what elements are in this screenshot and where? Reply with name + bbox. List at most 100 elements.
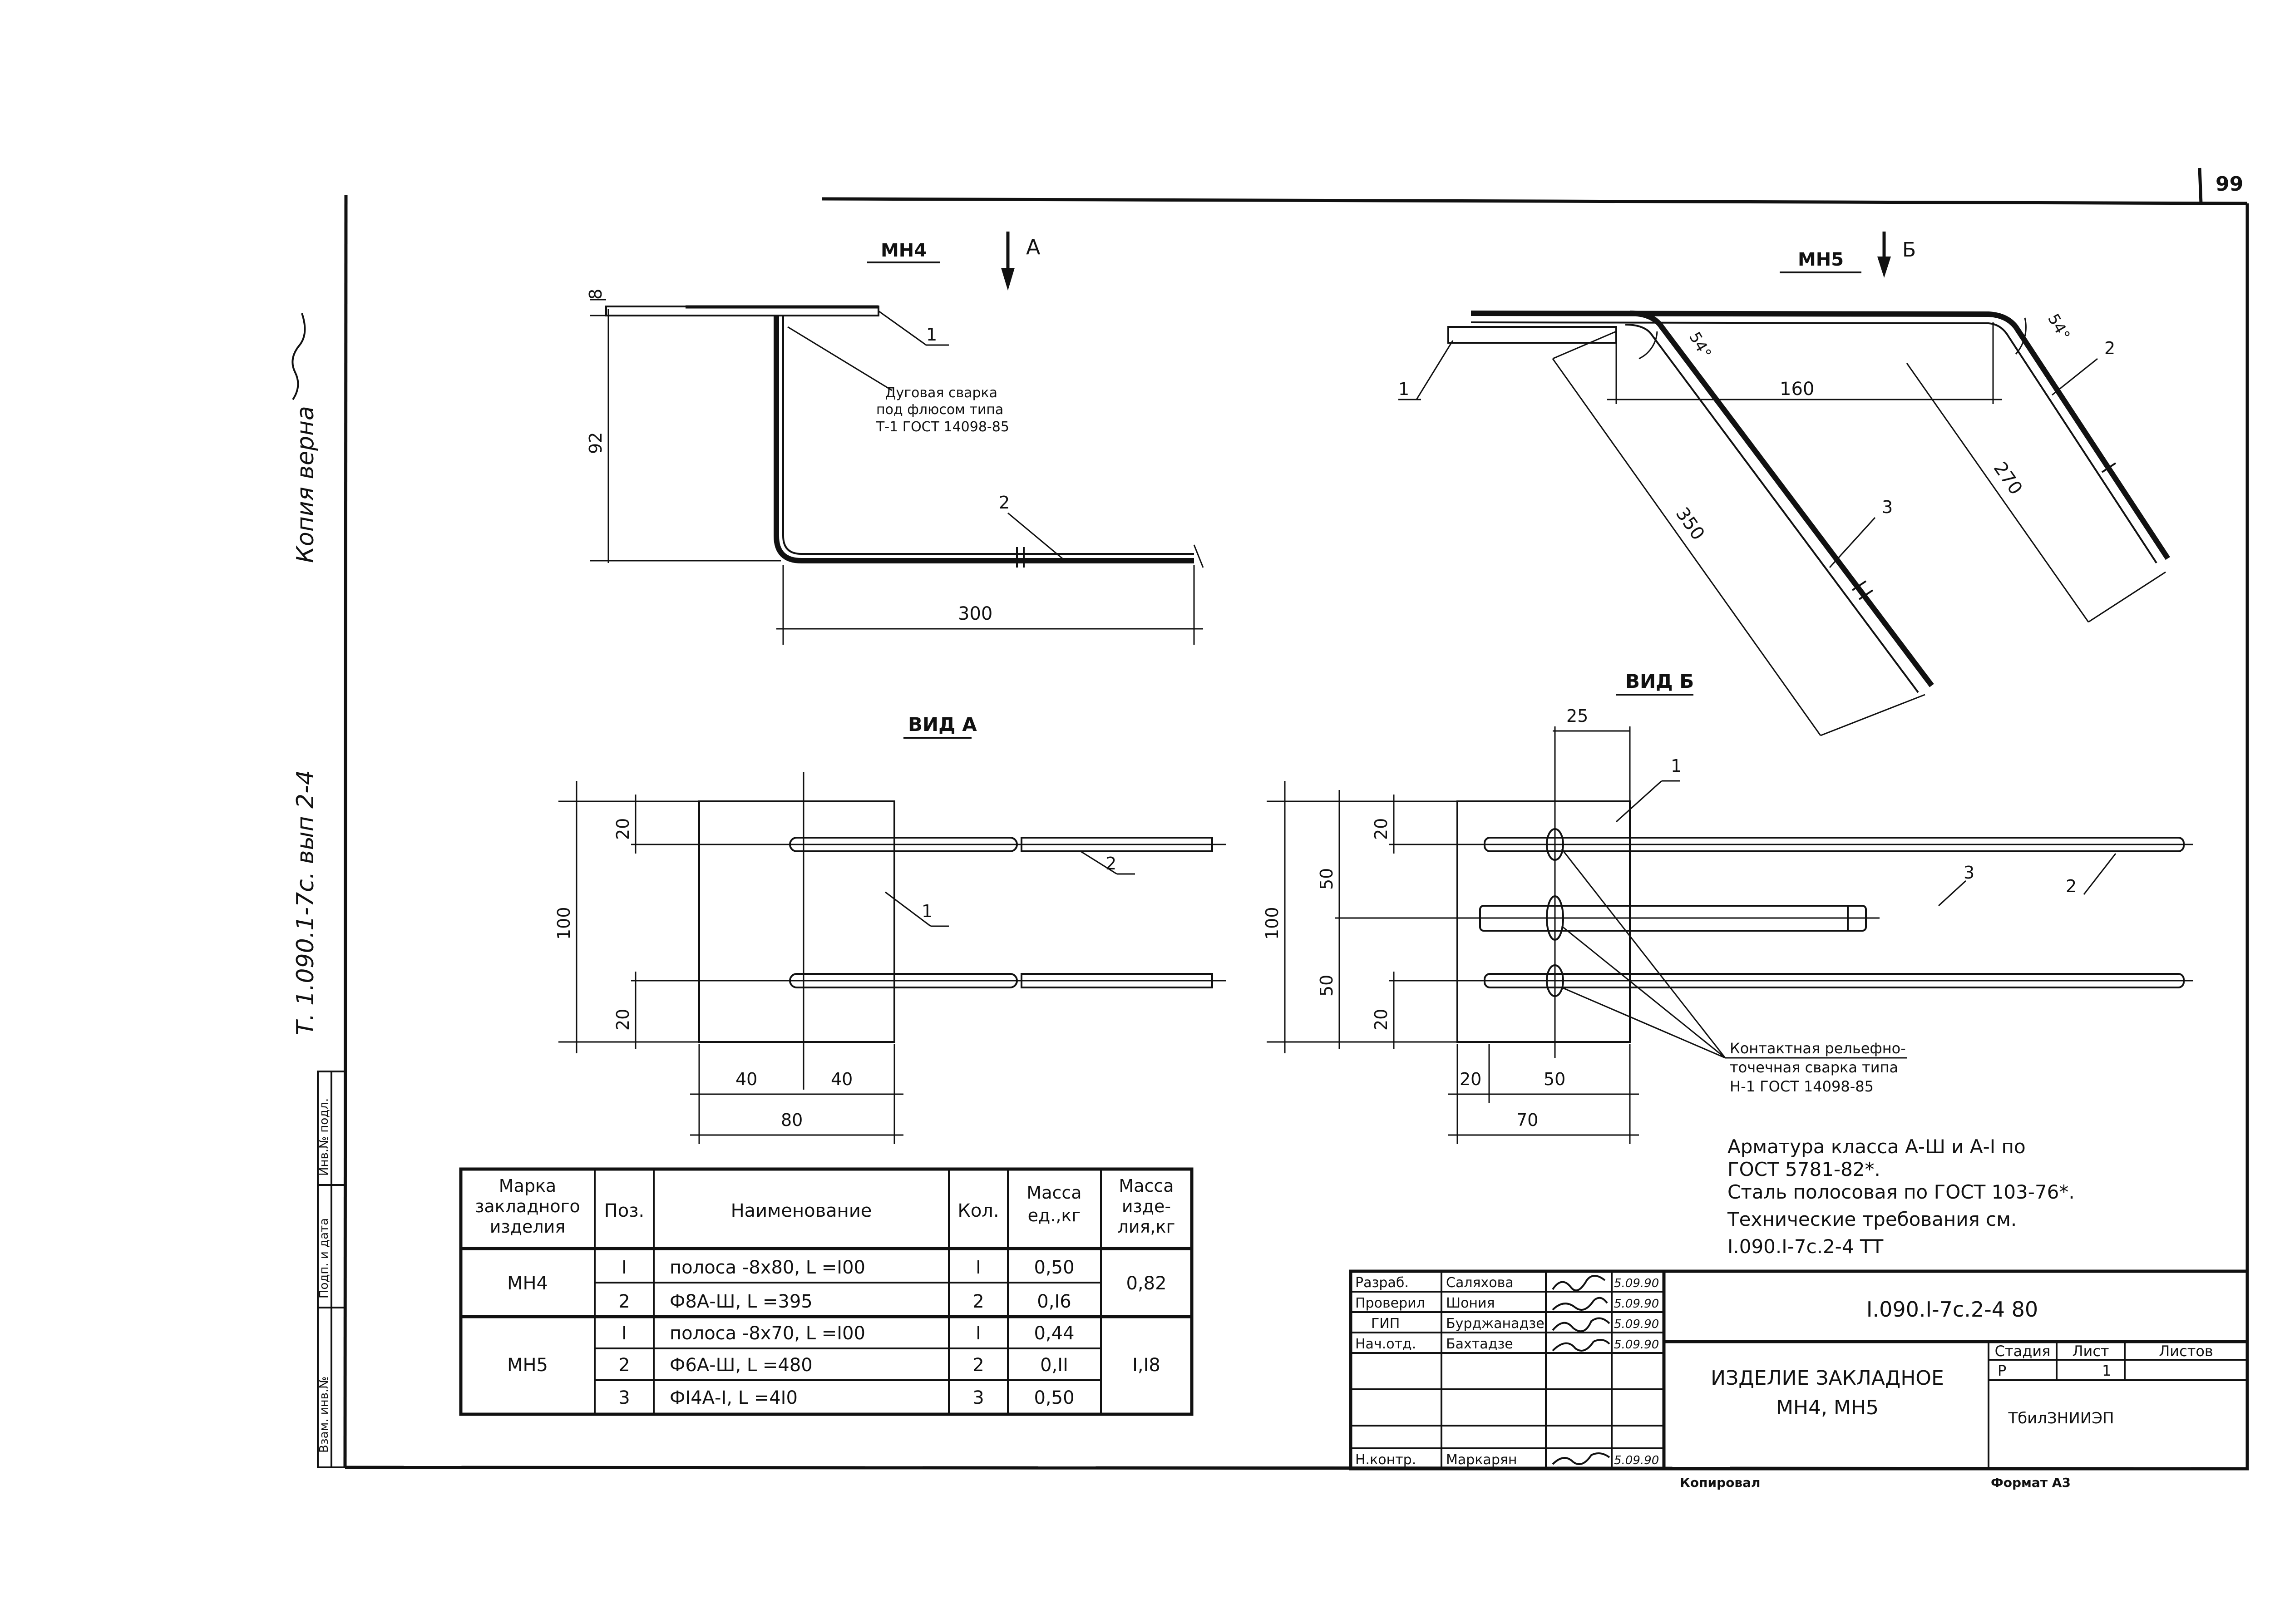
table-row: Ф6А-Ш, L =480 [670,1355,813,1376]
table-row: 0,44 [1034,1323,1074,1344]
view-b-dim-20c: 20 [1460,1069,1481,1089]
th-unit-mass-l1: Масса [1026,1183,1081,1203]
view-a-dim-20a: 20 [613,818,633,840]
side-stamp: Инв.№ подл. Подп. и дата Взам. инв.№ [317,1071,346,1468]
view-a-pos2: 2 [1105,854,1116,874]
view-b-dim-25: 25 [1566,706,1588,726]
stamp-inv: Инв.№ подл. [317,1098,331,1176]
tb-sheets-label: Листов [2159,1343,2213,1360]
mn5-mark: МН5 [1798,249,1844,270]
mn4-pos2: 2 [999,493,1010,513]
tb-name-2: Шония [1446,1295,1495,1311]
view-a-arrow [1001,268,1015,291]
mn5-dim-160: 160 [1780,379,1814,400]
view-b-dim-50a: 50 [1317,868,1337,890]
note-line-4: Технические требования см. [1727,1208,2017,1230]
spec-table: Марка закладного изделия Поз. Наименован… [459,1167,1194,1416]
footer-copied: Копировал [1680,1475,1761,1490]
tb-role-6: Н.контр. [1355,1452,1416,1468]
th-pos: Поз. [604,1200,645,1221]
view-b-dim-50b: 50 [1317,975,1337,997]
view-a-dim-100: 100 [554,907,574,940]
table-row: 3 [618,1387,630,1408]
tb-name-1: Саляхова [1446,1275,1514,1291]
mn5-pos1: 1 [1398,379,1409,399]
mn4-view-letter: А [1026,235,1041,259]
mn5-pos3: 3 [1882,497,1893,517]
mn4-mark: МН4 [881,240,927,261]
view-a: ВИД А 100 20 20 40 40 80 1 2 [554,713,1226,1144]
tb-sheet: 1 [2102,1362,2111,1379]
table-row: 0,II [1040,1355,1068,1376]
mn5-view-letter: Б [1902,238,1916,262]
spec-mn4-total: 0,82 [1126,1273,1166,1294]
spec-mn4-mark: МН4 [507,1273,548,1294]
mn5-bar-3 [1629,311,1934,687]
tb-stage: Р [1998,1362,2006,1379]
th-item-mass-l2: изде- [1122,1196,1171,1216]
note-line-5: I.090.I-7с.2-4 ТТ [1727,1235,1884,1258]
view-b-weld-l2: точечная сварка типа [1730,1059,1898,1076]
view-b-pos3: 3 [1964,863,1974,883]
view-a-title: ВИД А [908,713,977,735]
th-mark-l2: закладного [475,1196,580,1216]
mn5-pos2: 2 [2104,338,2115,358]
margin-notes: Копия верна Т. 1.090.1-7с. вып 2-4 [291,313,319,1035]
stamp-sign: Подп. и дата [317,1218,331,1298]
view-b-pos2: 2 [2066,876,2077,896]
title-block: Разраб. Проверил ГИП Нач.отд. Н.контр. С… [1349,1269,2249,1471]
table-row: 3 [972,1387,984,1408]
spec-mn5-mark: МН5 [507,1355,548,1376]
table-row: Ф8А-Ш, L =395 [670,1291,813,1312]
tb-date-3: 5.09.90 [1614,1318,1659,1331]
table-row: ФI4А-I, L =4I0 [670,1387,798,1408]
mn5-dim-350: 350 [1672,503,1708,544]
view-b-dim-100: 100 [1262,907,1282,940]
page-number: 99 [2216,173,2243,196]
table-row: 2 [618,1355,630,1376]
general-notes: Арматура класса А-Ш и А-I по ГОСТ 5781-8… [1727,1135,2075,1258]
view-b-plate [1456,800,1631,1043]
signature-mark [291,313,306,400]
mn4-weld-l2: под флюсом типа [876,402,1003,418]
table-row: I [622,1323,627,1344]
th-qty: Кол. [957,1200,999,1221]
th-mark-l1: Марка [499,1176,556,1196]
table-row: 0,50 [1034,1257,1074,1278]
view-a-plate [698,800,895,1043]
tb-sheet-label: Лист [2072,1343,2109,1360]
mn4-weld-l3: Т-1 ГОСТ 14098-85 [876,419,1009,435]
table-row: 2 [618,1291,630,1312]
mn4-dim-300: 300 [958,603,992,624]
tb-stage-label: Стадия [1995,1343,2051,1360]
mn5-view: МН5 Б 160 350 270 54° 54° 1 [1398,232,2171,736]
view-b-weld-l1: Контактная рельефно- [1730,1040,1906,1057]
tb-date-2: 5.09.90 [1614,1297,1659,1311]
view-a-dim-40a: 40 [735,1069,757,1089]
view-b-dim-50c: 50 [1544,1069,1565,1089]
note-line-2: ГОСТ 5781-82*. [1727,1158,1880,1180]
tb-org: ТбилЗНИИЭП [2008,1409,2114,1427]
th-item-mass-l1: Масса [1119,1176,1174,1196]
th-unit-mass-l2: ед.,кг [1028,1205,1081,1225]
signatures [1552,1275,1610,1465]
mn5-angle-b: 54° [2044,311,2073,344]
table-row: полоса -8х80, L =I00 [670,1257,865,1278]
table-row: I [622,1257,627,1278]
table-row: полоса -8х70, L =I00 [670,1323,865,1344]
view-b-dim-70: 70 [1516,1110,1538,1130]
doc-ref-note: Т. 1.090.1-7с. вып 2-4 [292,770,319,1035]
view-b-title: ВИД Б [1625,670,1694,692]
view-b-dim-20a: 20 [1371,818,1391,840]
view-b-weld-l3: Н-1 ГОСТ 14098-85 [1730,1078,1874,1095]
tb-name-6: Маркарян [1446,1452,1517,1468]
table-row: I [976,1323,981,1344]
mn4-view: МН4 А 8 92 300 1 2 Дуговая сварка под фл [586,232,1204,645]
tb-item-marks: МН4, МН5 [1776,1396,1879,1419]
view-b-pos1: 1 [1671,756,1682,776]
table-row: 0,I6 [1037,1291,1071,1312]
mn4-bar [774,316,1194,563]
note-line-1: Арматура класса А-Ш и А-I по [1727,1135,2026,1158]
tb-date-4: 5.09.90 [1614,1338,1659,1352]
